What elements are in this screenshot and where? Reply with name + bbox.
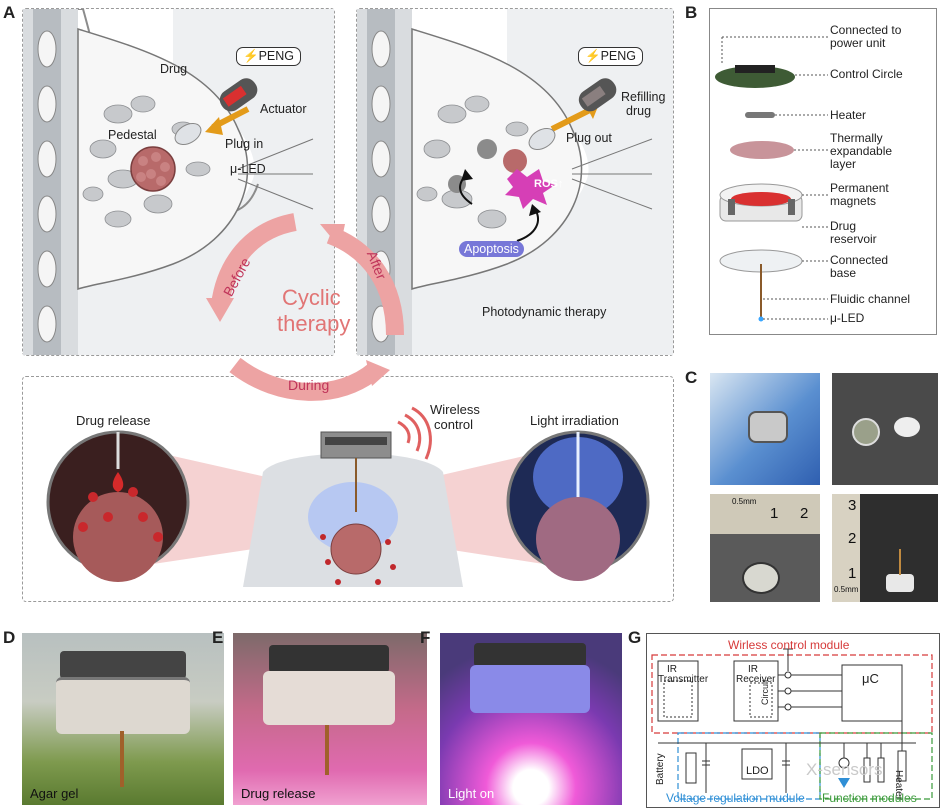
b-label-fluidic: Fluidic channel	[830, 292, 911, 306]
label-cyclic: Cyclic	[282, 285, 341, 310]
label-plug-in: Plug in	[225, 137, 264, 151]
b-label-reservoir-2: reservoir	[830, 232, 877, 246]
b-label-base-2: base	[830, 266, 857, 280]
label-during: During	[288, 377, 330, 393]
peng-badge-right: ⚡PENG	[578, 47, 643, 66]
b-label-connected-2: power unit	[830, 36, 886, 50]
label-wireless: Wireless	[430, 402, 480, 417]
label-drug-release-a: Drug release	[76, 413, 151, 428]
caption-drug-release-e: Drug release	[241, 786, 316, 801]
device-exploded-view	[715, 36, 828, 322]
photo-f-light-on	[440, 633, 622, 805]
label-plug-out: Plug out	[566, 131, 612, 145]
panel-label-f: F	[420, 628, 431, 647]
b-label-base-1: Connected	[830, 253, 889, 267]
b-label-connected-1: Connected to	[830, 23, 902, 37]
photo-c4-side	[832, 494, 938, 602]
panel-label-b: B	[685, 3, 698, 22]
g-ldo: LDO	[746, 765, 769, 777]
label-light-irradiation: Light irradiation	[530, 413, 619, 428]
g-title-voltage: Voltage regulation mudule	[666, 791, 805, 805]
caption-agar-gel: Agar gel	[30, 786, 79, 801]
panel-b-frame	[709, 8, 937, 335]
circuit-diagram	[646, 633, 940, 808]
g-ir-rx-1: IR	[748, 664, 758, 675]
panel-label-a: A	[3, 3, 16, 22]
panel-a-right-frame	[356, 8, 674, 356]
b-label-magnets-2: magnets	[830, 194, 877, 208]
peng-badge-left: ⚡PENG	[236, 47, 301, 66]
g-watermark: X-sensors	[806, 760, 883, 779]
g-ir-rx-2: Receiver	[736, 674, 776, 685]
label-apoptosis: Apoptosis	[459, 241, 524, 257]
g-circuit: Circuit	[760, 679, 770, 705]
photo-c2-parts	[832, 373, 938, 485]
label-actuator: Actuator	[260, 102, 307, 116]
bottom-illustration	[46, 406, 650, 587]
b-label-thermal-2: expandable	[830, 144, 893, 158]
b-label-control-circle: Control Circle	[830, 67, 903, 81]
photo-e-drug-release	[233, 633, 427, 805]
g-battery: Battery	[655, 753, 666, 785]
label-refilling-drug: drug	[626, 104, 652, 118]
c4-ruler-label-1: 1	[848, 565, 857, 582]
breast-illustration-right	[357, 9, 673, 355]
panel-label-e: E	[212, 628, 224, 647]
label-photodynamic: Photodynamic therapy	[482, 305, 607, 319]
label-refilling: Refilling	[621, 90, 666, 104]
label-drug: Drug	[160, 62, 188, 76]
g-uc: μC	[862, 671, 879, 686]
breast-illustration-left	[23, 9, 334, 355]
c4-ruler-label-0: 0.5mm	[834, 585, 859, 594]
caption-light-on: Light on	[448, 786, 495, 801]
g-title-wireless: Wirless control module	[728, 638, 850, 652]
panel-a-left-frame	[22, 8, 335, 356]
photo-c1-hand	[710, 373, 820, 485]
c4-ruler-label-2: 2	[848, 530, 857, 547]
b-label-mu-led: μ-LED	[830, 311, 865, 325]
b-label-thermal-1: Thermally	[830, 131, 883, 145]
g-title-function: Function modules	[822, 791, 917, 805]
label-therapy: therapy	[277, 311, 351, 336]
panel-label-g: G	[628, 628, 642, 647]
label-ros: ROS↑	[534, 178, 564, 190]
b-label-heater: Heater	[830, 108, 867, 122]
photo-c3-ruler	[710, 494, 820, 602]
b-label-thermal-3: layer	[830, 157, 857, 171]
photo-d-agar	[22, 633, 224, 805]
g-ir-tx-2: Transmitter	[658, 674, 709, 685]
g-ir-tx-1: IR	[667, 664, 677, 675]
cycle-arrows	[206, 213, 404, 401]
label-pedestal: Pedestal	[108, 128, 157, 142]
b-label-reservoir-1: Drug	[830, 219, 857, 233]
panel-label-c: C	[685, 368, 698, 387]
panel-label-d: D	[3, 628, 16, 647]
b-label-magnets-1: Permanent	[830, 181, 889, 195]
label-mu-led: μ-LED	[230, 162, 266, 176]
c3-ruler-label-0: 0.5mm	[732, 497, 757, 506]
c3-ruler-label-1: 1	[770, 505, 779, 522]
c4-ruler-label-3: 3	[848, 497, 857, 514]
label-control: control	[434, 417, 474, 432]
c3-ruler-label-2: 2	[800, 505, 809, 522]
